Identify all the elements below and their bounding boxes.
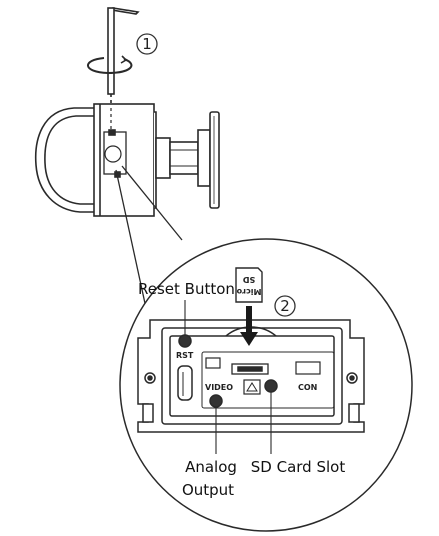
- step-2-badge: 2: [274, 295, 296, 317]
- hex-key-icon: [107, 7, 140, 108]
- reset-button-label: Reset Button: [138, 280, 235, 298]
- connector-panel: [137, 319, 365, 433]
- video-marking: VIDEO: [205, 383, 233, 392]
- rst-marking: RST: [176, 351, 194, 360]
- step-1-number: 1: [142, 35, 152, 53]
- step-1-badge: 1: [136, 33, 158, 55]
- rotation-arrow-icon: [87, 55, 133, 75]
- camera-body: [34, 103, 220, 217]
- analog-output-label-line2: Output: [182, 481, 234, 499]
- insert-arrow-icon: [240, 306, 258, 346]
- micro-sd-card: SD Micro: [235, 267, 263, 303]
- sd-card-slot-label: SD Card Slot: [251, 458, 346, 476]
- card-text-sd: SD: [242, 275, 255, 284]
- con-marking: CON: [298, 383, 317, 392]
- card-text-micro: Micro: [236, 287, 261, 296]
- zoom-callout-lines: [115, 165, 183, 309]
- step-2-number: 2: [280, 297, 290, 315]
- leader-lines: [184, 300, 272, 454]
- analog-output-label-line1: Analog: [185, 458, 237, 476]
